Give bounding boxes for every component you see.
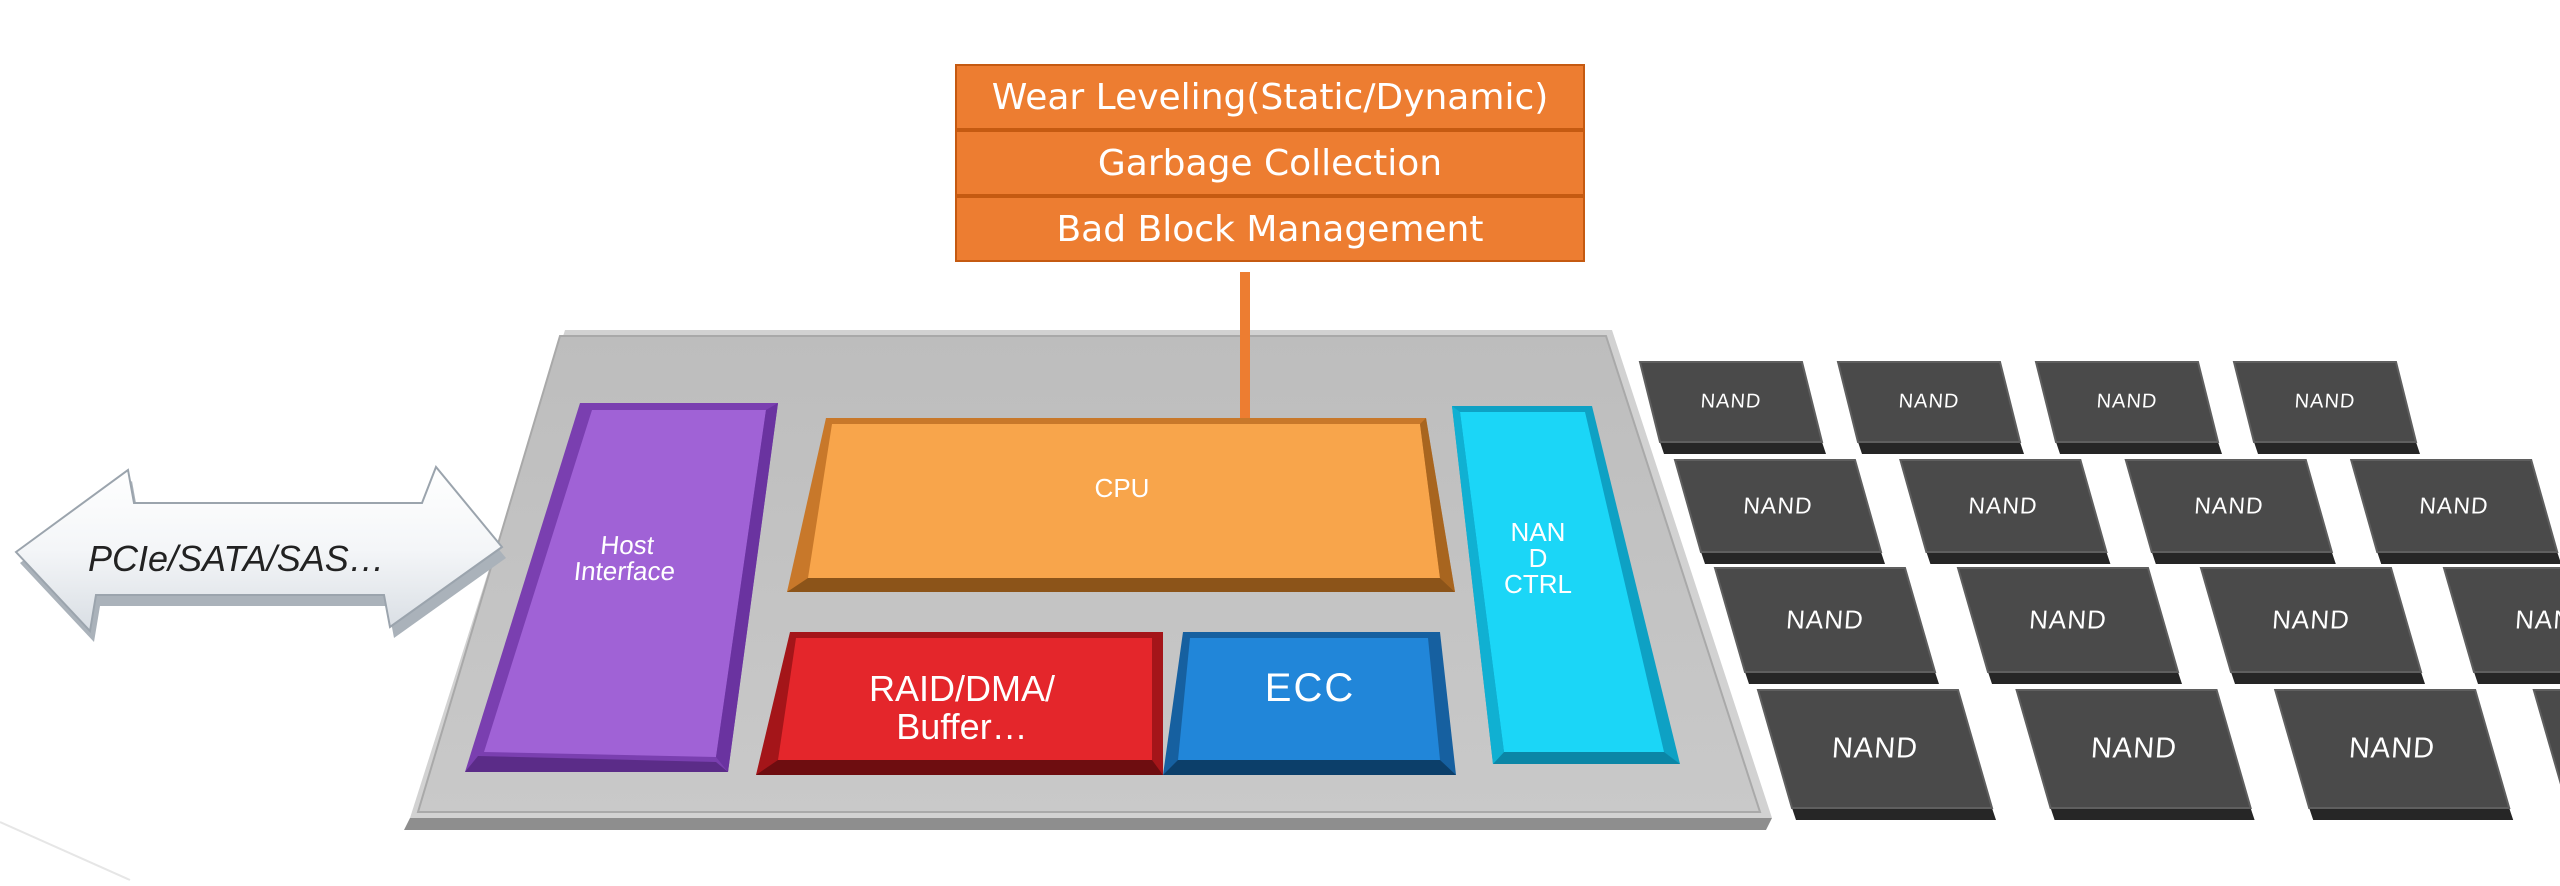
nand-chip: [2015, 689, 2252, 809]
nand-chip-label: NAND: [2028, 604, 2108, 635]
nand-chip-label: NAND: [1967, 492, 2039, 519]
nand-chip-label: NAND: [2089, 732, 2178, 765]
nand-chip-edge: [2474, 672, 2560, 684]
nand-chip: [2232, 361, 2418, 443]
host-interface-block: [465, 403, 778, 772]
raid-dma-buffer-label: RAID/DMA/ Buffer…: [868, 668, 1056, 747]
nand-chip-label: NAND: [1785, 604, 1865, 635]
nand-chip-edge: [2309, 808, 2514, 820]
nand-chip-label: NAND: [1897, 390, 1961, 413]
nand-chip-edge: [2231, 672, 2425, 684]
nand-chip-edge: [2151, 552, 2336, 564]
nand-chip: [2124, 459, 2334, 553]
nand-chip-edge: [1745, 672, 1939, 684]
firmware-connector: [1240, 272, 1250, 444]
nand-chip-edge: [2377, 552, 2560, 564]
nand-ctrl-block: [1452, 406, 1680, 764]
nand-chip-edge: [1858, 442, 2024, 454]
nand-chip-label: NAND: [1830, 732, 1920, 765]
firmware-item-garbage-collection: Garbage Collection: [955, 130, 1585, 196]
cpu-label: CPU: [1094, 473, 1150, 503]
nand-chip-edge: [1792, 808, 1996, 820]
nand-chip-label: NAND: [2348, 732, 2437, 765]
background-line: [0, 821, 131, 881]
host-interface-label: Host Interface: [572, 530, 677, 586]
nand-chip-edge: [1660, 442, 1826, 454]
nand-chip-edge: [1701, 552, 1885, 564]
nand-chip: [2199, 567, 2423, 673]
nand-chip-label: NAND: [2514, 604, 2560, 635]
firmware-item-wear-leveling: Wear Leveling(Static/Dynamic): [955, 64, 1585, 130]
nand-chip-label: NAND: [2193, 492, 2265, 519]
nand-ctrl-label: NAN D CTRL: [1504, 517, 1572, 599]
raid-dma-buffer-block: [756, 632, 1163, 775]
ecc-block: [1163, 632, 1456, 775]
nand-array: [1638, 361, 2560, 820]
interface-arrow-label: PCIe/SATA/SAS…: [88, 538, 385, 579]
firmware-item-bad-block-management: Bad Block Management: [955, 196, 1585, 262]
nand-chip: [1836, 361, 2022, 443]
nand-chip: [2532, 689, 2560, 785]
nand-chip-label: NAND: [2293, 390, 2357, 413]
nand-chip-edge: [2056, 442, 2222, 454]
nand-chip-edge: [2050, 808, 2255, 820]
ecc-label: ECC: [1264, 666, 1356, 710]
nand-chip: [2273, 689, 2511, 809]
nand-chip: [1899, 459, 2108, 553]
nand-chip: [1673, 459, 1883, 553]
nand-chip-edge: [2254, 442, 2420, 454]
nand-chip-edge: [1926, 552, 2111, 564]
nand-chip-label: NAND: [2418, 492, 2490, 519]
nand-chip-edge: [1988, 672, 2182, 684]
interface-arrow: [14, 465, 506, 642]
nand-chip: [1956, 567, 2180, 673]
nand-chip: [2349, 459, 2559, 553]
nand-chip-label: NAND: [2271, 604, 2351, 635]
cpu-block: [787, 418, 1455, 592]
nand-chip-label: NAND: [1699, 390, 1763, 413]
nand-chip: [2442, 567, 2560, 673]
nand-chip-label: NAND: [2095, 390, 2159, 413]
nand-chip: [2034, 361, 2220, 443]
nand-chip: [1713, 567, 1937, 673]
nand-chip: [1756, 689, 1994, 809]
nand-chip-label: NAND: [1742, 492, 1814, 519]
nand-chip: [1638, 361, 1824, 443]
